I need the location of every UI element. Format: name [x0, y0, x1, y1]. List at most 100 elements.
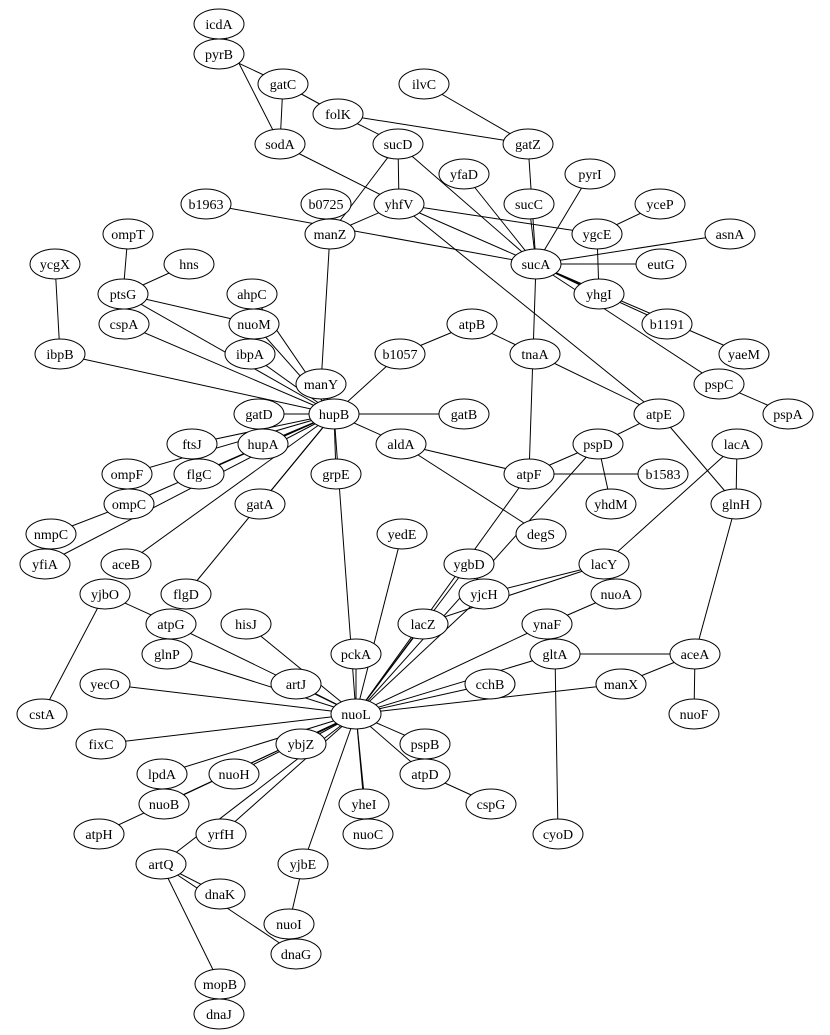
node-ellipse — [693, 368, 745, 400]
node-yedE: yedE — [376, 518, 428, 550]
node-ellipse — [641, 308, 693, 340]
node-dnaG: dnaG — [270, 938, 322, 970]
node-label: b1963 — [189, 198, 224, 213]
edge-folK-gatZ — [337, 113, 529, 145]
node-ellipse — [376, 518, 428, 550]
node-yheI: yheI — [338, 788, 390, 820]
node-label: b1057 — [383, 348, 418, 363]
node-label: lpdA — [148, 768, 177, 783]
node-label: lacY — [591, 558, 617, 573]
node-gatZ: gatZ — [502, 128, 554, 160]
node-ellipse — [208, 758, 260, 790]
node-pspC: pspC — [693, 368, 745, 400]
node-ellipse — [330, 638, 382, 670]
node-label: yedE — [388, 528, 417, 543]
node-ellipse — [220, 608, 272, 640]
edge-yjcH-nuoL — [355, 593, 485, 715]
node-label: ptsG — [110, 288, 136, 303]
edge-yecO-nuoL — [104, 683, 357, 715]
node-ahpC: ahpC — [226, 278, 278, 310]
node-fixC: fixC — [75, 728, 127, 760]
node-label: gatZ — [515, 138, 541, 153]
node-label: hupA — [247, 438, 279, 453]
node-yhgI: yhgI — [573, 278, 625, 310]
edge-fixC-nuoL — [100, 713, 357, 745]
node-ellipse — [503, 188, 555, 220]
node-yceP: yceP — [634, 188, 686, 220]
node-lpdA: lpdA — [136, 758, 188, 790]
node-label: aceA — [681, 648, 711, 663]
node-eutG: eutG — [635, 248, 687, 280]
node-ellipse — [503, 458, 555, 490]
node-label: pyrI — [578, 168, 602, 183]
node-label: ybjZ — [288, 738, 314, 753]
node-label: dnaK — [205, 888, 235, 903]
node-label: manY — [304, 378, 338, 393]
node-hupA: hupA — [237, 428, 289, 460]
node-ellipse — [100, 548, 152, 580]
node-ellipse — [590, 578, 642, 610]
node-ellipse — [502, 128, 554, 160]
node-label: sucA — [522, 258, 552, 273]
edge-yedE-nuoL — [355, 533, 403, 715]
node-ynaF: ynaF — [521, 608, 573, 640]
node-label: aldA — [387, 438, 415, 453]
node-label: degS — [527, 528, 555, 543]
node-label: cyoD — [543, 828, 573, 843]
node-ellipse — [193, 998, 245, 1030]
node-label: ygbD — [453, 558, 484, 573]
node-b1057: b1057 — [374, 338, 426, 370]
node-label: cspG — [477, 798, 506, 813]
node-sodA: sodA — [254, 128, 306, 160]
node-label: yjcH — [470, 588, 497, 603]
node-ellipse — [79, 668, 131, 700]
node-ellipse — [173, 458, 225, 490]
node-label: artJ — [286, 678, 307, 693]
node-label: ynaF — [533, 618, 561, 633]
node-nuoH: nuoH — [208, 758, 260, 790]
node-pyrI: pyrI — [564, 158, 616, 190]
node-atpD: atpD — [399, 758, 451, 790]
node-gatB: gatB — [438, 398, 490, 430]
edge-aldA-degS — [400, 443, 542, 535]
node-nuoC: nuoC — [342, 818, 394, 850]
edge-lpdA-nuoL — [161, 713, 357, 775]
node-ellipse — [16, 698, 68, 730]
node-atpB: atpB — [446, 308, 498, 340]
node-ellipse — [762, 398, 814, 430]
node-ellipse — [277, 848, 329, 880]
node-glnP: glnP — [141, 638, 193, 670]
node-hns: hns — [163, 248, 215, 280]
node-nuoM: nuoM — [228, 308, 280, 340]
node-ompF: ompF — [101, 458, 153, 490]
node-pyrB: pyrB — [193, 38, 245, 70]
node-dnaJ: dnaJ — [193, 998, 245, 1030]
node-lacA: lacA — [711, 428, 763, 460]
node-label: gatC — [270, 78, 296, 93]
edge-artQ-dnaG — [160, 863, 297, 955]
node-yaeM: yaeM — [718, 338, 770, 370]
node-ellipse — [564, 158, 616, 190]
node-manZ: manZ — [304, 218, 356, 250]
edge-yjbE-nuoL — [302, 713, 357, 865]
node-yhfV: yhfV — [373, 188, 425, 220]
node-ellipse — [237, 428, 289, 460]
node-label: sucD — [384, 138, 413, 153]
node-ompT: ompT — [102, 218, 154, 250]
edge-hupB-ompC — [128, 413, 335, 505]
edge-tnaA-atpE — [534, 353, 660, 415]
node-label: gatA — [246, 498, 274, 513]
node-ellipse — [465, 788, 517, 820]
node-label: nuoB — [149, 798, 179, 813]
node-label: asnA — [716, 228, 746, 243]
edge-ibpB-hupB — [59, 353, 335, 415]
edge-pyrI-sucA — [535, 173, 591, 265]
node-folK: folK — [312, 98, 364, 130]
node-nuoL: nuoL — [330, 698, 382, 730]
edge-artQ-nuoL — [160, 713, 357, 865]
node-ellipse — [195, 818, 247, 850]
node-tnaA: tnaA — [509, 338, 561, 370]
node-label: pyrB — [205, 48, 233, 63]
node-ellipse — [194, 878, 246, 910]
node-yecO: yecO — [79, 668, 131, 700]
